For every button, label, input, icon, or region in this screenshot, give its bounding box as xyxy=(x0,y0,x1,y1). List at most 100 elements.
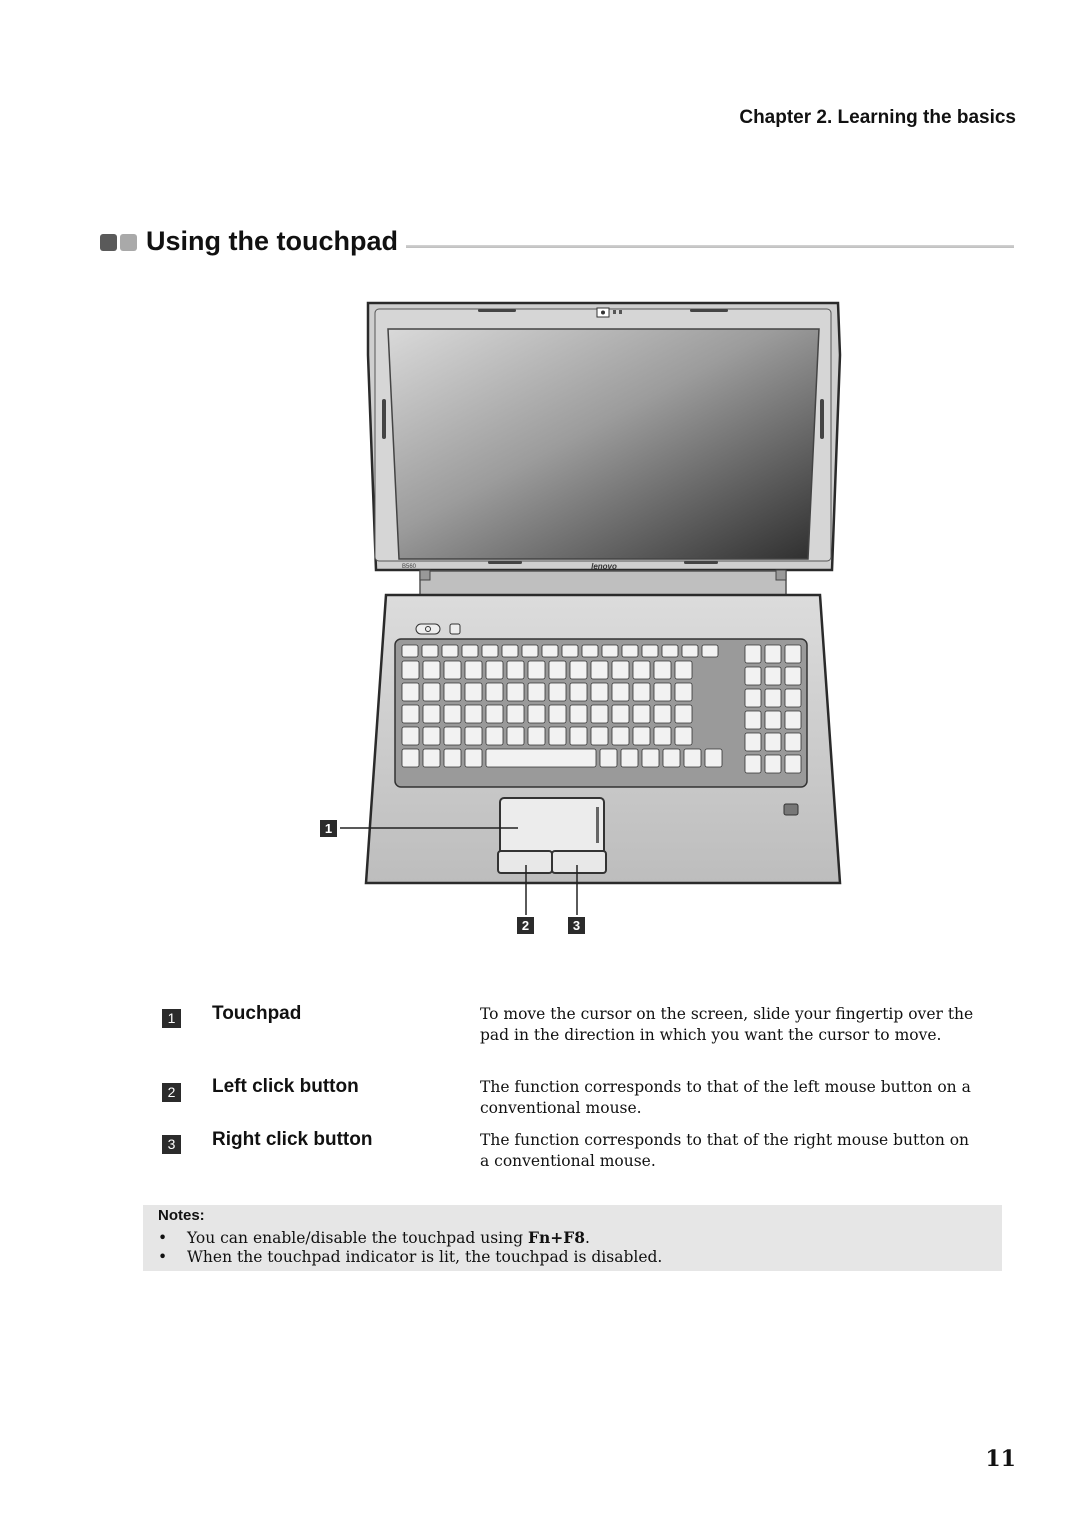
key xyxy=(784,666,802,686)
key xyxy=(611,726,630,746)
callout-1: 1 xyxy=(320,820,337,837)
key xyxy=(764,644,782,664)
key xyxy=(764,754,782,774)
key xyxy=(461,644,479,658)
key xyxy=(506,726,525,746)
callout-2: 2 xyxy=(517,917,534,934)
key xyxy=(569,682,588,702)
key xyxy=(422,682,441,702)
note-item: •You can enable/disable the touchpad usi… xyxy=(158,1228,590,1247)
key xyxy=(541,644,559,658)
key xyxy=(527,682,546,702)
key xyxy=(590,704,609,724)
key xyxy=(653,682,672,702)
key xyxy=(401,644,419,658)
key xyxy=(527,660,546,680)
key xyxy=(611,660,630,680)
key xyxy=(590,682,609,702)
key xyxy=(599,748,618,768)
key xyxy=(421,644,439,658)
key xyxy=(704,748,723,768)
key xyxy=(784,754,802,774)
model-label: B560 xyxy=(402,564,417,570)
key xyxy=(784,688,802,708)
item-description: The function corresponds to that of the … xyxy=(480,1078,971,1117)
key xyxy=(653,726,672,746)
key xyxy=(481,644,499,658)
key xyxy=(744,666,762,686)
key xyxy=(441,644,459,658)
key xyxy=(620,748,639,768)
key xyxy=(521,644,539,658)
key xyxy=(621,644,639,658)
item-number: 2 xyxy=(162,1083,181,1102)
key xyxy=(443,660,462,680)
key xyxy=(401,660,420,680)
note-end: . xyxy=(585,1229,590,1247)
key xyxy=(744,732,762,752)
key xyxy=(401,704,420,724)
item-description: To move the cursor on the screen, slide … xyxy=(480,1005,974,1044)
key xyxy=(784,710,802,730)
key xyxy=(674,704,693,724)
key xyxy=(548,704,567,724)
key xyxy=(569,726,588,746)
key xyxy=(764,688,782,708)
key xyxy=(506,682,525,702)
key xyxy=(674,660,693,680)
key xyxy=(744,710,762,730)
key xyxy=(701,644,719,658)
section-title: Using the touchpad xyxy=(146,226,398,256)
key xyxy=(443,726,462,746)
key xyxy=(569,704,588,724)
key xyxy=(662,748,681,768)
key xyxy=(464,682,483,702)
key xyxy=(422,726,441,746)
key xyxy=(744,688,762,708)
key xyxy=(561,644,579,658)
key xyxy=(443,748,462,768)
key xyxy=(784,732,802,752)
key xyxy=(681,644,699,658)
key xyxy=(581,644,599,658)
key xyxy=(744,644,762,664)
section-bullet-dark-icon xyxy=(100,234,117,251)
item-number: 3 xyxy=(162,1135,181,1154)
key xyxy=(527,726,546,746)
key xyxy=(661,644,679,658)
key xyxy=(590,726,609,746)
key xyxy=(464,704,483,724)
key xyxy=(485,660,504,680)
key xyxy=(506,660,525,680)
key xyxy=(501,644,519,658)
key xyxy=(764,666,782,686)
key xyxy=(674,682,693,702)
key xyxy=(632,704,651,724)
key xyxy=(401,748,420,768)
item-term: Left click button xyxy=(212,1076,359,1097)
key xyxy=(485,726,504,746)
screen-logo: lenovo xyxy=(591,562,617,571)
section-heading: Using the touchpad xyxy=(98,226,1014,266)
key xyxy=(632,660,651,680)
item-term: Touchpad xyxy=(212,1003,302,1024)
key xyxy=(443,704,462,724)
key xyxy=(601,644,619,658)
item-term: Right click button xyxy=(212,1129,373,1150)
key xyxy=(485,704,504,724)
key xyxy=(569,660,588,680)
callout-3: 3 xyxy=(568,917,585,934)
key xyxy=(590,660,609,680)
note-item: •When the touchpad indicator is lit, the… xyxy=(158,1248,662,1266)
key xyxy=(683,748,702,768)
key xyxy=(764,732,782,752)
key xyxy=(422,660,441,680)
key xyxy=(443,682,462,702)
key xyxy=(764,710,782,730)
key xyxy=(611,704,630,724)
bullet-icon: • xyxy=(158,1229,168,1247)
key xyxy=(632,726,651,746)
notes-title: Notes: xyxy=(158,1207,205,1224)
laptop-drawing: lenovo B560 xyxy=(340,301,842,915)
item-description: The function corresponds to that of the … xyxy=(480,1131,970,1170)
